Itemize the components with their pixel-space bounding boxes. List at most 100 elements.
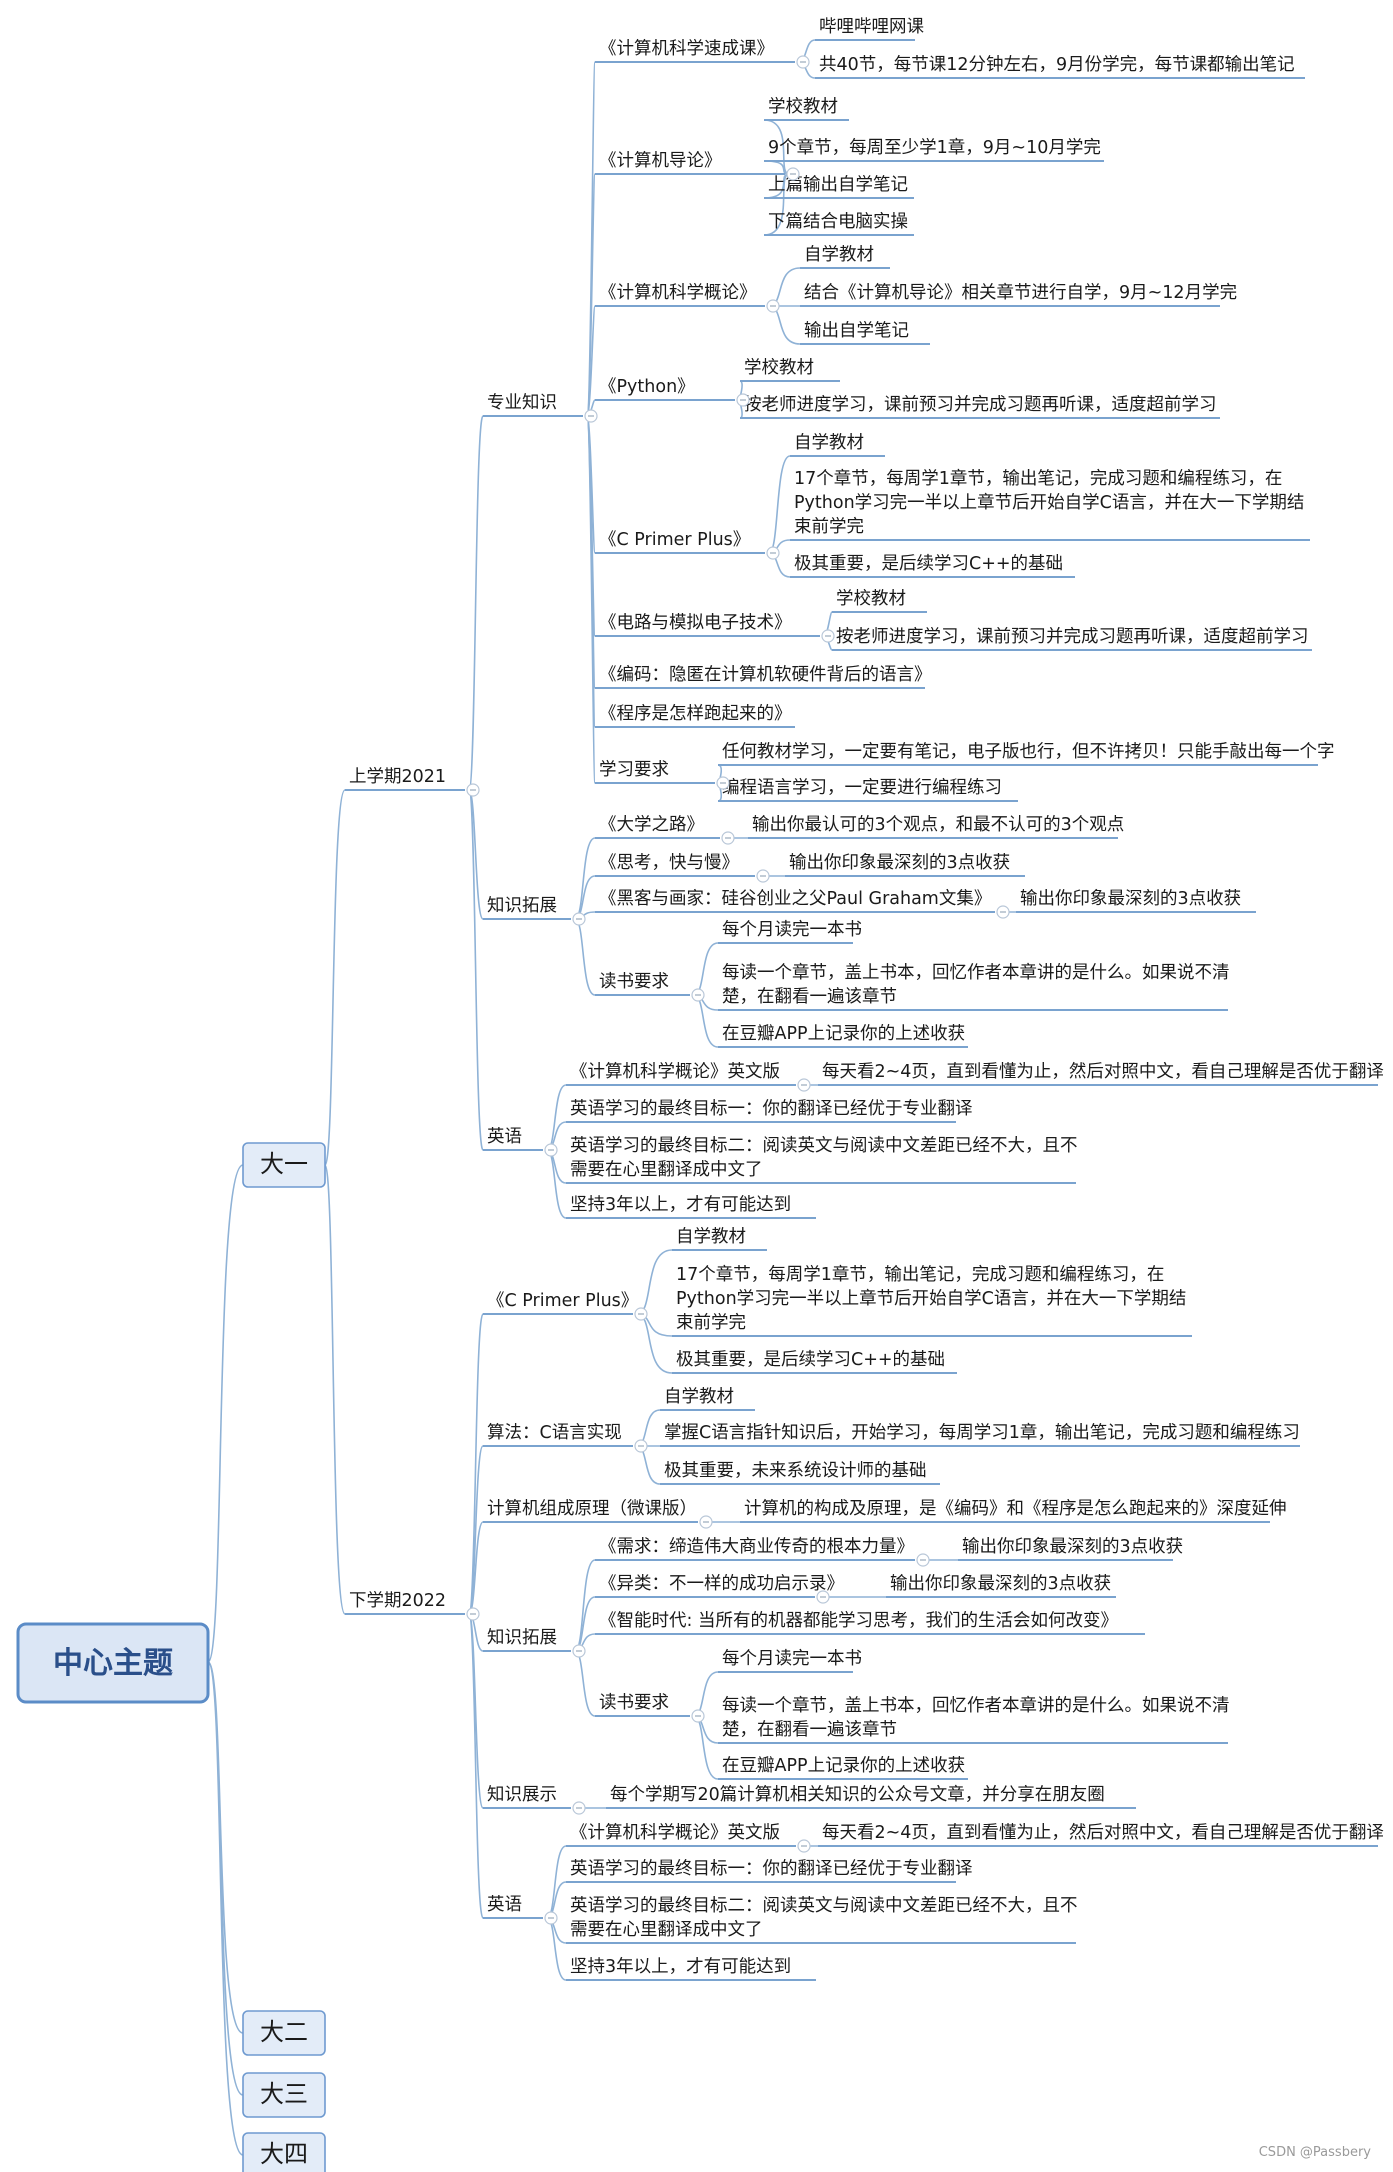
node-label: Python学习完一半以上章节后开始自学C语言，并在大一下学期结 <box>794 493 1304 513</box>
node-label: 知识展示 <box>487 1785 557 1805</box>
node-label: 《计算机导论》 <box>599 151 722 171</box>
collapse-toggle-icon[interactable] <box>766 546 780 560</box>
collapse-toggle-icon[interactable] <box>691 988 705 1002</box>
node-label: 《计算机科学概论》 <box>599 283 757 303</box>
collapse-toggle-icon[interactable] <box>691 1709 705 1723</box>
node-label: 束前学完 <box>676 1313 746 1333</box>
node-label: 在豆瓣APP上记录你的上述收获 <box>722 1024 965 1044</box>
node-label: 每个学期写20篇计算机相关知识的公众号文章，并分享在朋友圈 <box>610 1785 1105 1805</box>
central-topic-label: 中心主题 <box>53 1646 173 1681</box>
connector-line <box>763 119 790 175</box>
connector-line <box>468 415 484 791</box>
node-label: 《计算机科学概论》英文版 <box>570 1823 780 1843</box>
node-label: 极其重要，是后续学习C++的基础 <box>794 554 1063 574</box>
node-label: 《编码：隐匿在计算机软硬件背后的语言》 <box>599 665 932 685</box>
node-label: 每读一个章节，盖上书本，回忆作者本章讲的是什么。如果说不清 <box>722 1696 1230 1716</box>
node-label: 按老师进度学习，课前预习并完成习题再听课，适度超前学习 <box>836 627 1309 647</box>
node-label: 自学教材 <box>676 1227 746 1247</box>
collapse-toggle-icon[interactable] <box>584 409 598 423</box>
node-label: 结合《计算机导论》相关章节进行自学，9月~12月学完 <box>804 283 1237 303</box>
node-label: 《大学之路》 <box>599 815 704 835</box>
collapse-toggle-icon[interactable] <box>721 831 735 845</box>
connector-line <box>207 1661 244 2156</box>
node-label: 知识拓展 <box>487 896 557 916</box>
collapse-toggle-icon[interactable] <box>634 1307 648 1321</box>
node-label: Python学习完一半以上章节后开始自学C语言，并在大一下学期结 <box>676 1289 1186 1309</box>
node-label: 楚，在翻看一遍该章节 <box>722 1720 897 1740</box>
node-label: 大二 <box>260 2018 308 2046</box>
node-label: 17个章节，每周学1章节，输出笔记，完成习题和编程练习，在 <box>676 1265 1164 1285</box>
collapse-toggle-icon[interactable] <box>786 167 800 181</box>
collapse-toggle-icon[interactable] <box>572 1644 586 1658</box>
collapse-toggle-icon[interactable] <box>572 912 586 926</box>
collapse-toggle-icon[interactable] <box>466 1607 480 1621</box>
node-label: 下篇结合电脑实操 <box>768 212 908 232</box>
collapse-toggle-icon[interactable] <box>736 393 750 407</box>
node-label: 输出自学笔记 <box>804 321 909 341</box>
collapse-toggle-icon[interactable] <box>996 905 1010 919</box>
node-label: 英语学习的最终目标二：阅读英文与阅读中文差距已经不大，且不 <box>570 1896 1078 1916</box>
node-label: 极其重要，未来系统设计师的基础 <box>664 1461 927 1481</box>
collapse-toggle-icon[interactable] <box>816 1590 830 1604</box>
watermark: CSDN @Passbery <box>1258 2145 1371 2160</box>
connector-line <box>693 1671 719 1717</box>
connector-line <box>693 1715 719 1780</box>
node-label: 在豆瓣APP上记录你的上述收获 <box>722 1756 965 1776</box>
collapse-toggle-icon[interactable] <box>797 1078 811 1092</box>
connector-line <box>574 918 596 996</box>
node-label: 《异类：不一样的成功启示录》 <box>599 1574 844 1594</box>
node-label: 输出你印象最深刻的3点收获 <box>1020 889 1241 909</box>
node-label: 计算机组成原理（微课版） <box>487 1499 697 1519</box>
collapse-toggle-icon[interactable] <box>821 629 835 643</box>
central-topic[interactable]: 中心主题 <box>16 1622 210 1704</box>
node-3[interactable]: 大四 <box>242 2132 326 2172</box>
connector-line <box>586 415 596 784</box>
connector-line <box>574 837 596 920</box>
node-label: 输出你最认可的3个观点，和最不认可的3个观点 <box>752 815 1124 835</box>
connector-line <box>574 1596 596 1652</box>
node-label: 专业知识 <box>487 393 557 413</box>
node-label: 英语学习的最终目标一：你的翻译已经优于专业翻译 <box>570 1859 973 1879</box>
node-label: 输出你印象最深刻的3点收获 <box>789 853 1010 873</box>
connector-line <box>324 789 346 1166</box>
node-1[interactable]: 大二 <box>242 2010 326 2056</box>
node-label: 《Python》 <box>599 377 695 397</box>
connector-line <box>574 1650 596 1717</box>
collapse-toggle-icon[interactable] <box>916 1553 930 1567</box>
node-label: 每天看2~4页，直到看懂为止，然后对照中文，看自己理解是否优于翻译 <box>822 1823 1384 1843</box>
collapse-toggle-icon[interactable] <box>699 1515 713 1529</box>
node-2[interactable]: 大三 <box>242 2072 326 2118</box>
node-label: 《C Primer Plus》 <box>487 1291 638 1311</box>
collapse-toggle-icon[interactable] <box>716 776 730 790</box>
collapse-toggle-icon[interactable] <box>797 1839 811 1853</box>
connector-line <box>636 1249 673 1315</box>
node-label: 自学教材 <box>804 245 874 265</box>
connector-line <box>768 455 791 554</box>
node-label: 大一 <box>260 1150 308 1178</box>
node-label: 每读一个章节，盖上书本，回忆作者本章讲的是什么。如果说不清 <box>722 963 1230 983</box>
node-label: 输出你印象最深刻的3点收获 <box>890 1574 1111 1594</box>
node-label: 输出你印象最深刻的3点收获 <box>962 1537 1183 1557</box>
node-label: 《计算机科学速成课》 <box>599 39 774 59</box>
node-0[interactable]: 大一 <box>242 1142 326 1188</box>
collapse-toggle-icon[interactable] <box>544 1143 558 1157</box>
collapse-toggle-icon[interactable] <box>756 869 770 883</box>
node-label: 《电路与模拟电子技术》 <box>599 613 792 633</box>
node-label: 《C Primer Plus》 <box>599 530 750 550</box>
collapse-toggle-icon[interactable] <box>572 1801 586 1815</box>
node-label: 任何教材学习，一定要有笔记，电子版也行，但不许拷贝！只能手敲出每一个字 <box>722 742 1335 762</box>
node-label: 上学期2021 <box>349 767 446 787</box>
node-label: 需要在心里翻译成中文了 <box>570 1160 763 1180</box>
collapse-toggle-icon[interactable] <box>634 1439 648 1453</box>
node-label: 每个月读完一本书 <box>722 1649 862 1669</box>
collapse-toggle-icon[interactable] <box>544 1911 558 1925</box>
node-label: 下学期2022 <box>349 1591 446 1611</box>
collapse-toggle-icon[interactable] <box>466 783 480 797</box>
connector-line <box>468 1613 484 1919</box>
connector-line <box>468 789 484 1151</box>
collapse-toggle-icon[interactable] <box>796 55 810 69</box>
collapse-toggle-icon[interactable] <box>766 299 780 313</box>
node-label: 自学教材 <box>794 433 864 453</box>
connector-line <box>207 1164 244 1663</box>
